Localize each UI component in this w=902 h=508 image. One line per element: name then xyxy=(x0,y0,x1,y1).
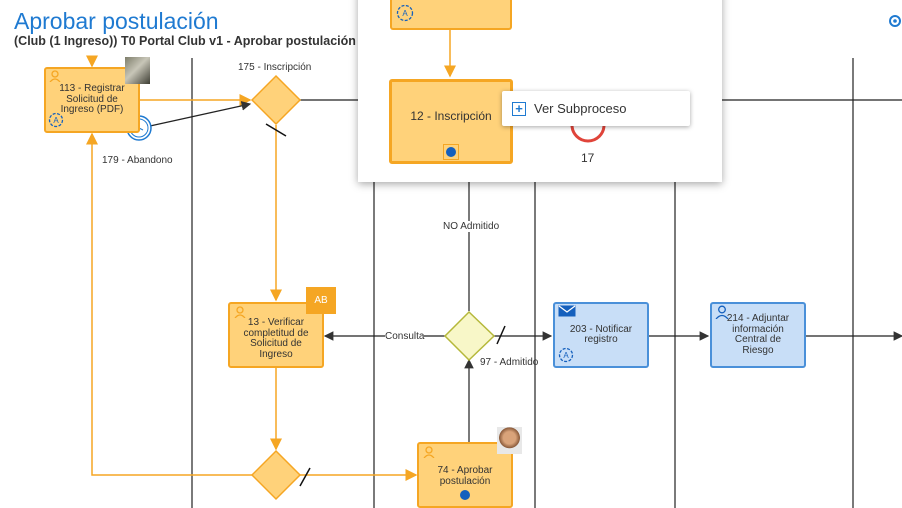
ver-subproceso-label: Ver Subproceso xyxy=(534,101,627,116)
user-icon xyxy=(49,70,61,82)
subprocess-marker-icon xyxy=(460,490,470,500)
context-menu-ver-subproceso[interactable]: + Ver Subproceso xyxy=(502,91,690,126)
task-label: 74 - Aprobar postulación xyxy=(437,465,493,487)
process-subtitle: (Club (1 Ingreso)) T0 Portal Club v1 - A… xyxy=(14,34,356,48)
label-abandono: 179 - Abandono xyxy=(102,155,173,166)
task-label: 203 - Notificar registro xyxy=(569,323,633,345)
label-admitido: 97 - Admitido xyxy=(480,357,539,368)
task-label: 12 - Inscripción xyxy=(410,109,492,123)
gateway-bottom[interactable] xyxy=(250,449,302,501)
gateway-175[interactable] xyxy=(250,74,302,126)
user-avatar xyxy=(497,427,522,454)
label-end-17: 17 xyxy=(581,151,595,165)
plus-icon: + xyxy=(512,101,526,116)
task-214-adjuntar[interactable]: 214 - Adjuntar información Central de Ri… xyxy=(710,302,806,368)
task-label: 113 - Registrar Solicitud de Ingreso (PD… xyxy=(59,83,125,116)
subprocess-marker[interactable] xyxy=(443,144,459,160)
envelope-icon xyxy=(558,305,576,317)
label-consulta: Consulta xyxy=(385,331,425,342)
automatic-icon: A xyxy=(558,347,574,363)
settings-icon[interactable] xyxy=(886,12,902,30)
label-inscripcion: 175 - Inscripción xyxy=(238,62,312,73)
gateway-consulta[interactable] xyxy=(443,310,496,362)
automatic-icon: A xyxy=(396,4,414,22)
svg-text:A: A xyxy=(402,9,408,18)
page-title: Aprobar postulación xyxy=(14,8,219,34)
label-no-admitido: NO Admitido xyxy=(443,221,500,232)
user-icon xyxy=(423,446,435,458)
user-icon xyxy=(715,305,729,319)
task-label: 214 - Adjuntar información Central de Ri… xyxy=(726,313,790,356)
task-113-registrar[interactable]: 113 - Registrar Solicitud de Ingreso (PD… xyxy=(44,67,140,133)
task-partial-top[interactable] xyxy=(390,0,512,30)
task-label: 13 - Verificar completitud de Solicitud … xyxy=(243,317,309,360)
svg-text:A: A xyxy=(53,116,59,125)
user-avatar xyxy=(125,57,150,84)
svg-text:A: A xyxy=(563,351,569,360)
subprocess-marker-icon xyxy=(446,147,456,157)
automatic-icon: A xyxy=(48,112,64,128)
user-icon xyxy=(234,306,246,318)
ab-badge: AB xyxy=(306,287,336,314)
